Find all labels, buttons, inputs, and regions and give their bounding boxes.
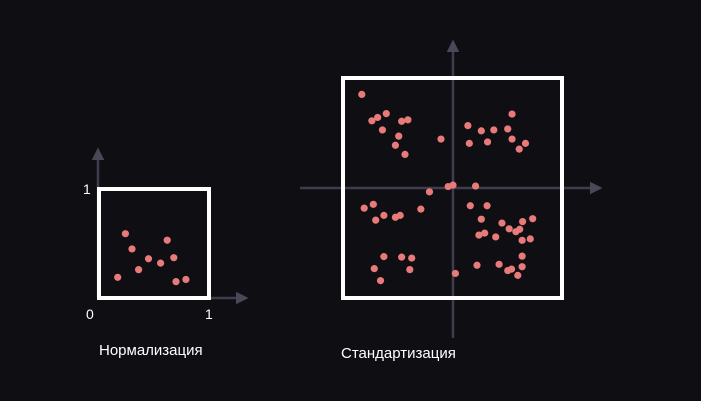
standardization-point xyxy=(475,231,483,239)
standardization-point xyxy=(372,216,380,224)
standardization-point xyxy=(481,229,489,237)
standardization-point xyxy=(406,266,414,274)
normalization-point xyxy=(128,245,136,253)
standardization-point xyxy=(404,116,412,124)
standardization-point xyxy=(490,126,498,134)
standardization-box xyxy=(341,76,564,300)
standardization-point xyxy=(369,200,377,208)
normalization-point xyxy=(114,273,122,281)
standardization-point xyxy=(451,269,459,278)
standardization-point xyxy=(382,110,390,118)
standardization-point xyxy=(398,253,406,261)
standardization-point xyxy=(518,252,526,260)
standardization-point xyxy=(505,225,513,233)
normalization-box xyxy=(97,187,211,300)
standardization-point xyxy=(519,218,527,226)
standardization-point xyxy=(391,141,399,149)
standardization-panel xyxy=(300,39,603,338)
standardization-point xyxy=(504,125,512,133)
standardization-point xyxy=(437,135,445,143)
standardization-point xyxy=(370,265,378,273)
standardization-point xyxy=(483,202,491,210)
standardization-point xyxy=(518,263,526,271)
standardization-point xyxy=(368,117,376,125)
standardization-point xyxy=(529,215,537,223)
standardization-point xyxy=(507,265,516,273)
standardization-point xyxy=(380,253,388,261)
standardization-point xyxy=(425,188,434,196)
standardization-point xyxy=(518,236,526,244)
normalization-point xyxy=(170,254,178,262)
standardization-point xyxy=(515,145,523,153)
normalization-panel xyxy=(91,147,249,305)
standardization-point xyxy=(466,202,474,210)
normalization-point xyxy=(135,266,143,274)
standardization-point xyxy=(465,139,473,147)
normalization-point xyxy=(121,230,129,238)
standardization-point xyxy=(449,181,457,189)
standardization-point xyxy=(521,139,530,147)
standardization-point xyxy=(360,204,368,212)
standardization-point xyxy=(398,117,406,125)
standardization-point xyxy=(471,182,480,190)
normalization-point xyxy=(172,278,180,286)
standardization-point xyxy=(495,260,503,268)
normalization-caption: Нормализация xyxy=(99,342,203,359)
standardization-point xyxy=(396,211,404,219)
standardization-point xyxy=(492,233,500,241)
normalization-point xyxy=(157,259,165,267)
standardization-point xyxy=(477,215,485,223)
standardization-point xyxy=(408,254,416,262)
standardization-point xyxy=(514,271,522,279)
standardization-point xyxy=(473,261,481,269)
normalization-x-tick-one: 1 xyxy=(205,306,213,322)
standardization-point xyxy=(526,235,534,243)
standardization-point xyxy=(395,132,403,140)
standardization-point xyxy=(374,113,382,122)
standardization-point xyxy=(508,135,516,143)
standardization-points xyxy=(358,90,537,285)
standardization-point xyxy=(508,110,516,118)
standardization-point xyxy=(477,127,485,135)
standardization-point xyxy=(483,138,492,146)
standardization-point xyxy=(516,225,524,233)
standardization-point xyxy=(378,126,387,134)
standardization-point xyxy=(417,205,425,213)
normalization-point xyxy=(144,255,153,263)
normalization-y-tick-one: 1 xyxy=(83,181,91,197)
standardization-point xyxy=(358,90,366,98)
standardization-point xyxy=(376,277,385,285)
standardization-point xyxy=(464,122,472,130)
standardization-point xyxy=(498,219,506,227)
standardization-point xyxy=(401,150,409,158)
normalization-points xyxy=(114,230,190,286)
normalization-origin-label: 0 xyxy=(86,306,94,322)
normalization-point xyxy=(182,275,190,284)
normalization-point xyxy=(163,236,171,244)
standardization-point xyxy=(380,211,388,219)
standardization-caption: Стандартизация xyxy=(341,345,456,362)
